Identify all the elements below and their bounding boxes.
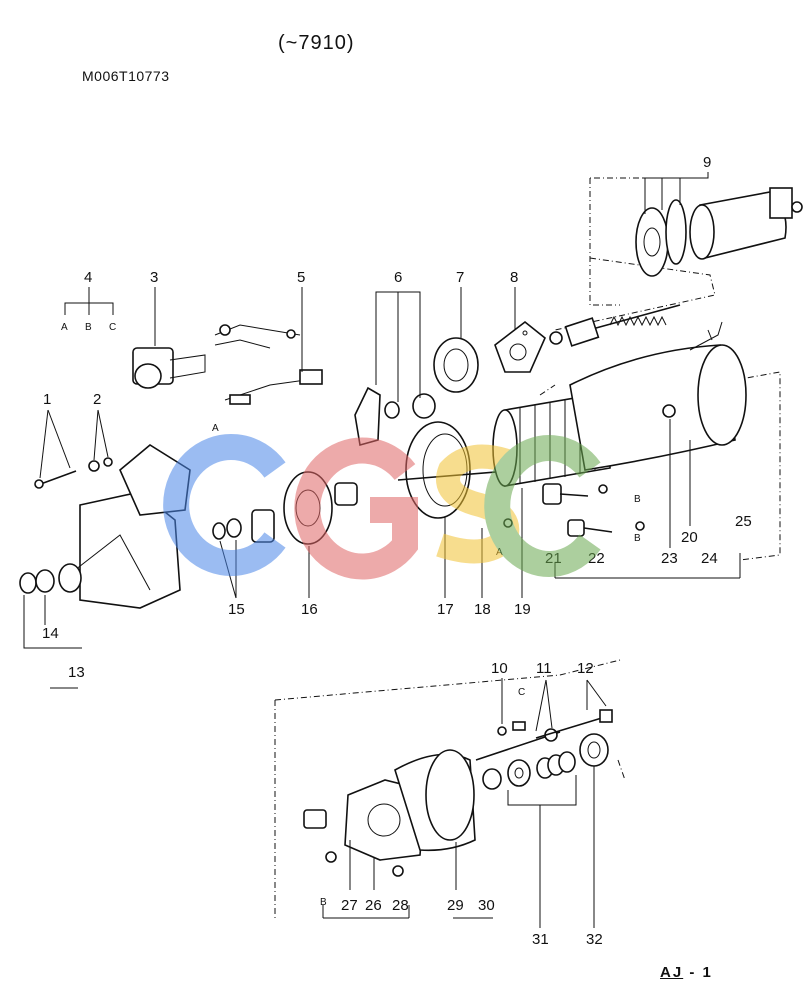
callout-17: 17 — [437, 601, 454, 618]
callout-labels: 1 2 3 4 5 6 7 8 9 10 11 12 13 14 15 16 1… — [42, 154, 752, 948]
callout-8: 8 — [510, 269, 518, 286]
callout-6: 6 — [394, 269, 402, 286]
sub-label-b-bracket4: B — [85, 322, 92, 333]
magnetic-switch — [132, 347, 206, 389]
washer-stack — [482, 751, 576, 790]
callout-16: 16 — [301, 601, 318, 618]
sub-label-b-part24: B — [634, 533, 641, 544]
callout-23: 23 — [661, 550, 678, 567]
callout-11: 11 — [536, 660, 552, 677]
callout-14: 14 — [42, 625, 59, 642]
end-cover — [579, 733, 609, 767]
cgsc-watermark — [163, 434, 601, 580]
callout-32: 32 — [586, 931, 603, 948]
callout-13: 13 — [68, 664, 85, 681]
diagram-range-title: (~7910) — [278, 32, 355, 54]
bearing-set — [354, 386, 436, 447]
callout-18: 18 — [474, 601, 491, 618]
leader-lines — [23, 172, 741, 928]
callout-4: 4 — [84, 269, 92, 286]
callout-2: 2 — [93, 391, 101, 408]
callout-19: 19 — [514, 601, 531, 618]
nuts — [88, 457, 113, 472]
through-bolt — [34, 470, 77, 489]
callout-27: 27 — [341, 897, 358, 914]
callout-26: 26 — [365, 897, 382, 914]
callout-24: 24 — [701, 550, 718, 567]
watermark-letter-c2 — [484, 435, 601, 577]
sub-label-a-bracket4: A — [61, 322, 68, 333]
plunger-shaft — [549, 304, 681, 347]
callout-3: 3 — [150, 269, 158, 286]
sub-label-b-part21: B — [634, 494, 641, 505]
page-prefix: AJ — [660, 964, 684, 981]
callout-20: 20 — [681, 529, 698, 546]
callout-12: 12 — [577, 660, 594, 677]
sub-label-c-bracket4: C — [109, 322, 116, 333]
callout-1: 1 — [43, 391, 51, 408]
sub-label-c-part10: C — [518, 687, 525, 698]
sub-label-b-part27: B — [320, 897, 327, 908]
assembly-outline-lower — [274, 659, 626, 920]
sub-label-a-part5: A — [212, 423, 219, 434]
yoke-assembly — [503, 321, 747, 537]
screws-bolts — [475, 709, 613, 761]
callout-10: 10 — [491, 660, 508, 677]
page-suffix: - 1 — [689, 964, 713, 981]
lead-wires — [214, 324, 323, 405]
callout-7: 7 — [456, 269, 464, 286]
callout-5: 5 — [297, 269, 305, 286]
callout-28: 28 — [392, 897, 409, 914]
solenoid-switch — [635, 187, 803, 277]
callout-30: 30 — [478, 897, 495, 914]
callout-25: 25 — [735, 513, 752, 530]
page-reference: AJ - 1 — [660, 964, 713, 981]
watermark-letter-g — [294, 437, 418, 580]
callout-29: 29 — [447, 897, 464, 914]
callout-15: 15 — [228, 601, 245, 618]
lever — [494, 320, 546, 373]
callout-31: 31 — [532, 931, 549, 948]
bushing-ring — [19, 569, 55, 594]
watermark-letter-s — [436, 444, 520, 564]
callout-9: 9 — [703, 154, 711, 171]
watermark-letter-c1 — [163, 434, 286, 576]
lever-housing — [433, 337, 479, 393]
end-frame — [394, 749, 476, 852]
document-code: M006T10773 — [82, 68, 170, 84]
